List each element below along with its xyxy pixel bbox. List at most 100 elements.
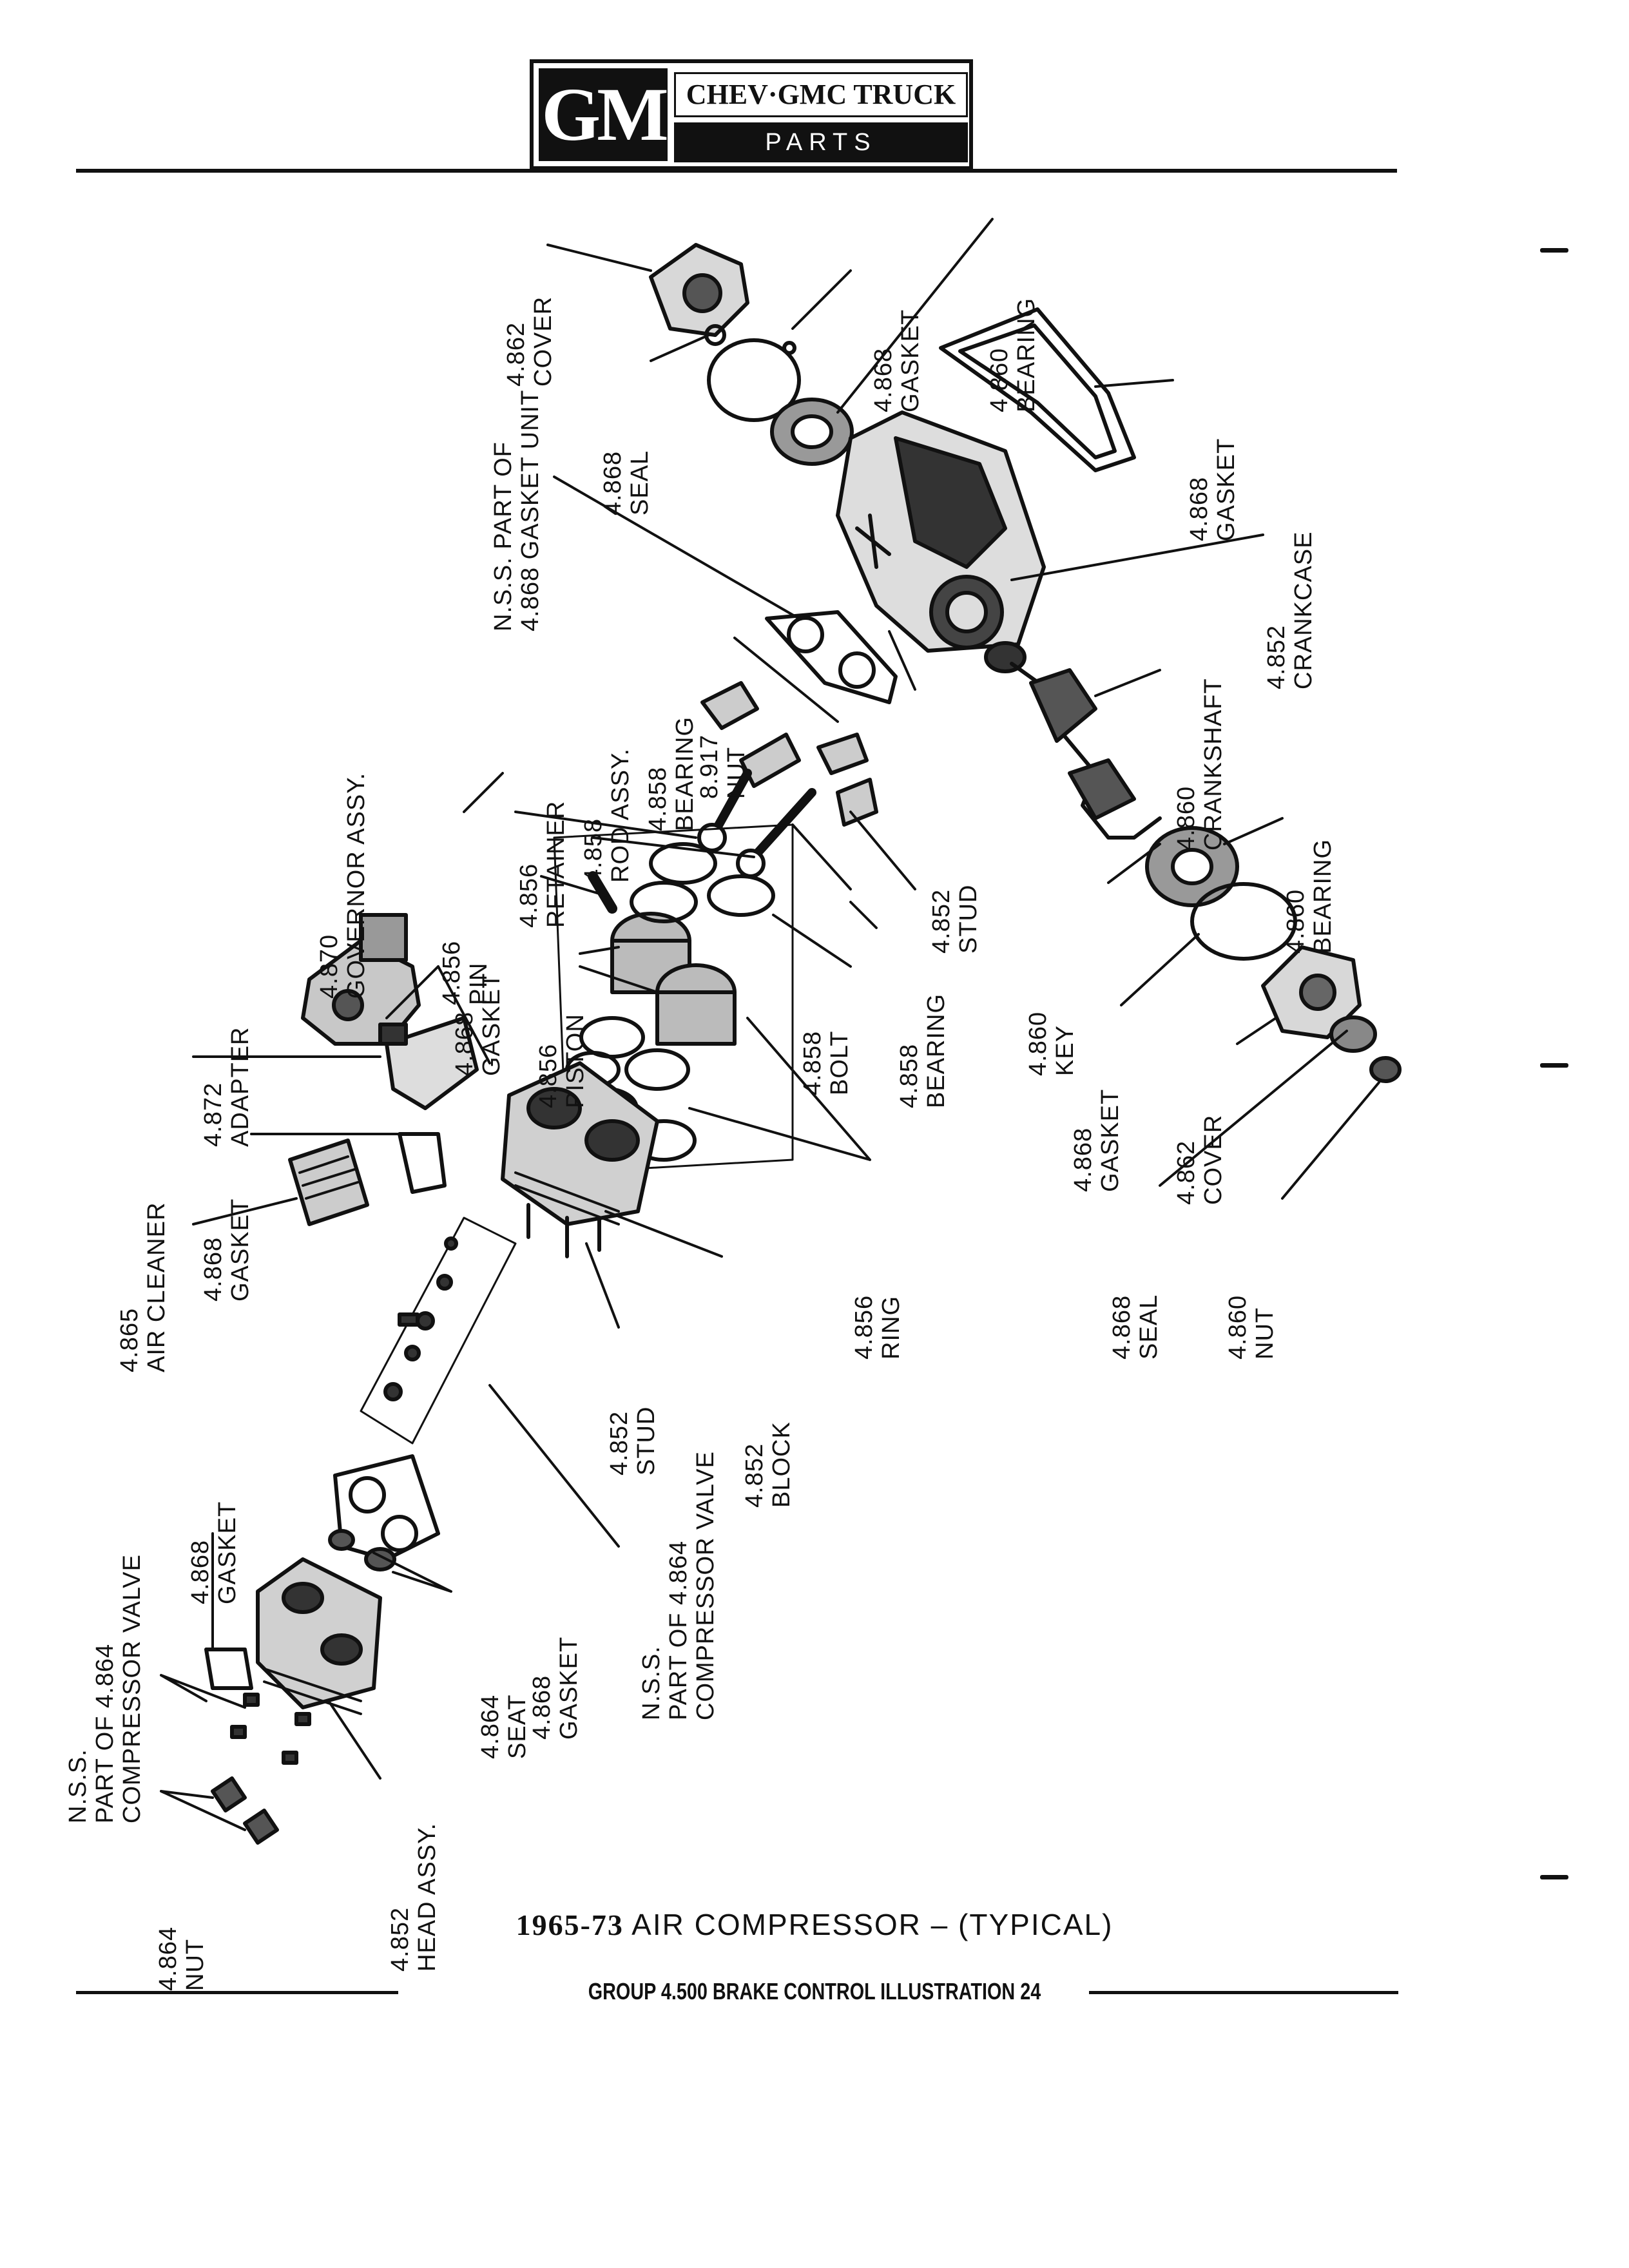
air-cleaner-part	[288, 1139, 369, 1226]
callout-num: 4.862	[1173, 1140, 1200, 1205]
callout-num: 4.868	[1108, 1294, 1135, 1360]
callout-name: BEARING	[923, 993, 950, 1108]
valve-nut-part	[211, 1776, 279, 1845]
callout-num: N.S.S.	[638, 1646, 665, 1720]
margin-tick	[1540, 248, 1568, 253]
catalogue-line: PARTS CATALOGUE	[674, 122, 968, 196]
callout-num: 4.852	[741, 1443, 768, 1508]
connecting-rod-part	[697, 681, 878, 878]
callout-name: GASKET	[478, 972, 505, 1076]
callout-num: 4.860	[1025, 1011, 1052, 1076]
callout-num: N.S.S. PART OF	[490, 441, 517, 631]
callout-name: GASKET	[227, 1198, 254, 1302]
callout-num: 4.865	[116, 1307, 143, 1372]
rear-bearing-part	[1145, 826, 1239, 907]
callout-num: 4.870	[316, 934, 343, 999]
gm-logo-mark: GM	[539, 68, 669, 161]
callout-num: 4.872	[200, 1082, 227, 1147]
margin-tick	[1540, 1875, 1568, 1879]
rear-seal-part	[1329, 1015, 1377, 1053]
footer-rule-left	[76, 1991, 398, 1994]
crankcase-part	[836, 410, 1046, 653]
callout-extra: COMPRESSOR VALVE	[692, 1451, 719, 1720]
callout-name: GASKET	[897, 309, 924, 412]
piston-rings-part	[553, 823, 794, 1174]
callout-num: 4.868	[870, 347, 897, 412]
callout-num: N.S.S.	[64, 1749, 92, 1823]
illustration-title: 1965-73 AIR COMPRESSOR – (TYPICAL)	[0, 1907, 1629, 1942]
rear-gasket-part	[1190, 882, 1297, 961]
callout-num: 4.860	[986, 347, 1013, 412]
callout-name: RETAINER	[543, 800, 570, 928]
callout-name: BEARING	[671, 716, 699, 831]
seat-part-2	[364, 1547, 396, 1571]
callout-name: PART OF 4.864	[92, 1643, 119, 1823]
callout-name: PART OF 4.864	[665, 1540, 692, 1720]
crankcase-gasket-part	[939, 307, 1136, 472]
caption-title-text: AIR COMPRESSOR – (TYPICAL)	[631, 1908, 1113, 1941]
callout-name: GASKET	[1213, 437, 1240, 541]
callout-num: 4.868	[528, 1675, 555, 1740]
valve-parts-part	[360, 1216, 517, 1445]
callout-num: 4.852	[928, 889, 955, 954]
piston-part	[610, 912, 737, 1046]
callout-num: 4.862	[503, 322, 530, 387]
callout-name: SEAT	[504, 1694, 531, 1759]
caption-years: 1965-73	[516, 1908, 624, 1941]
callout-num: 4.856	[516, 863, 543, 928]
callout-extra: COMPRESSOR VALVE	[119, 1554, 146, 1823]
callout-name: SEAL	[626, 450, 653, 515]
gasket-unit-part	[765, 610, 898, 704]
callout-num: 4.858	[799, 1030, 826, 1095]
callout-num: 8.917	[696, 734, 723, 799]
callout-num: 4.858	[644, 766, 671, 831]
callout-name: BLOCK	[768, 1421, 795, 1508]
rear-cover-part	[1261, 945, 1362, 1039]
callout-num: 4.868	[1186, 476, 1213, 541]
callout-num: 4.868	[187, 1539, 214, 1604]
crankshaft-part	[984, 641, 1162, 840]
front-gasket-part	[707, 338, 801, 422]
cylinder-block-part	[501, 1061, 659, 1258]
callout-num: 4.860	[1224, 1294, 1251, 1360]
callout-name: BEARING	[1309, 838, 1336, 954]
governor-part	[301, 913, 421, 1046]
footer-rule-right	[1089, 1991, 1398, 1994]
seat-part	[328, 1529, 355, 1551]
callout-name: GASKET	[1097, 1088, 1124, 1192]
callout-num: 4.868	[599, 450, 626, 515]
callout-name: GASKET	[555, 1636, 583, 1740]
callout-name: COVER	[530, 296, 557, 387]
callout-name: GASKET	[214, 1501, 241, 1604]
cylinder-head-part	[256, 1557, 382, 1715]
callout-name: BEARING	[1013, 297, 1040, 412]
